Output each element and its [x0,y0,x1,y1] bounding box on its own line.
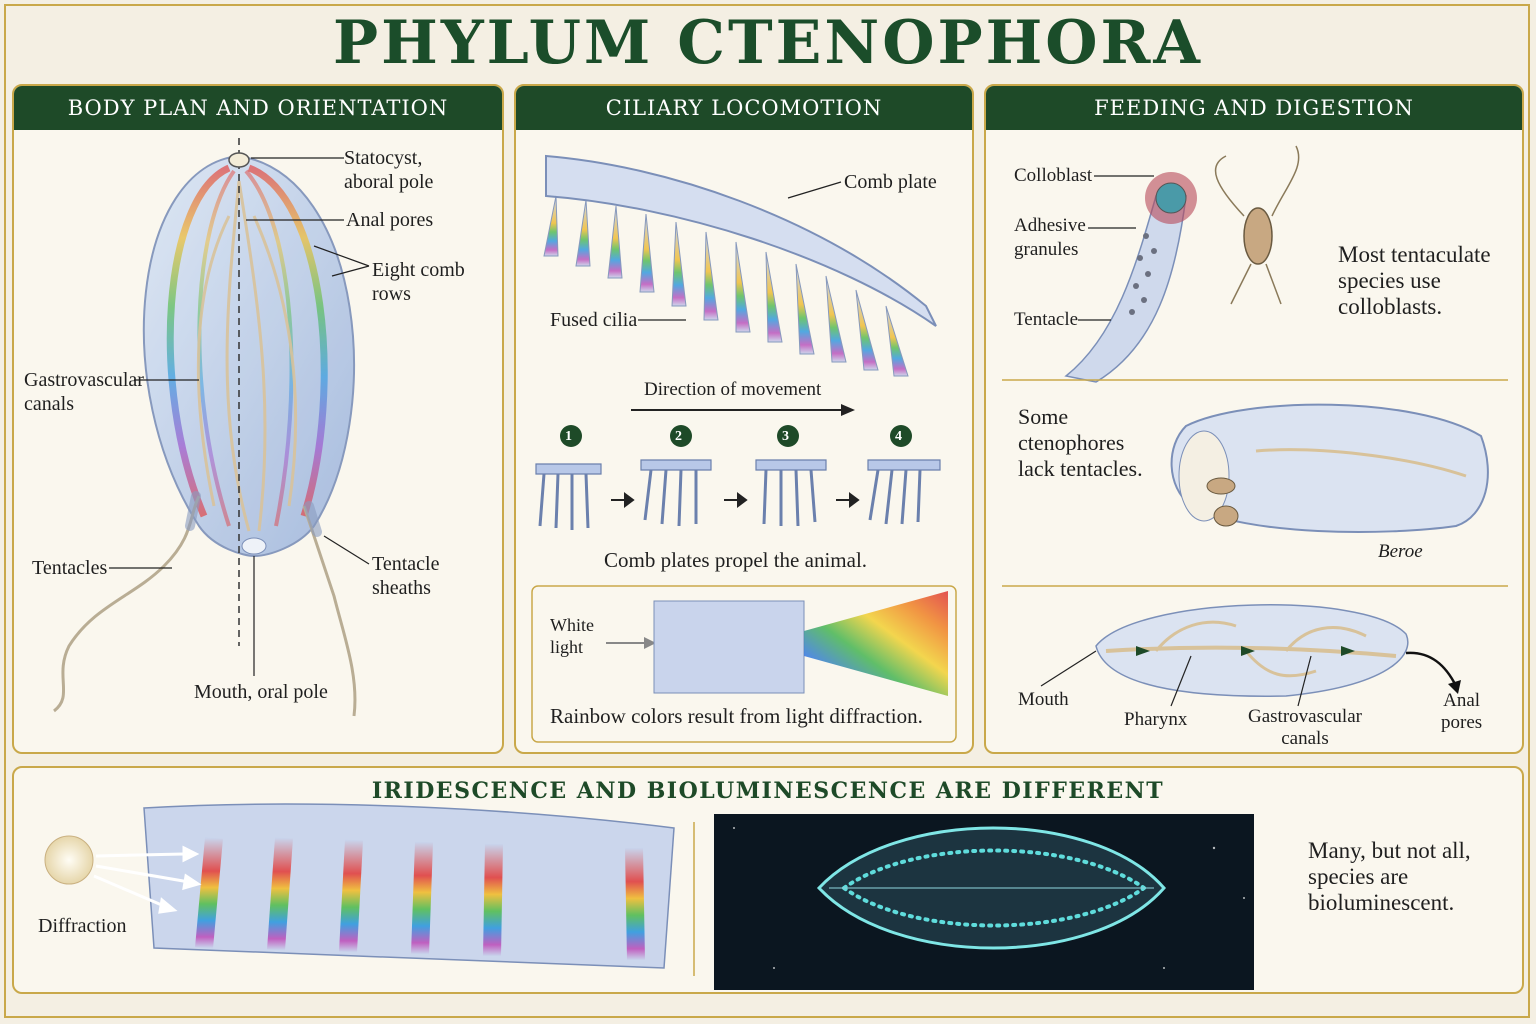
note-bioluminescent: Many, but not all, species are biolumine… [1308,838,1471,915]
page-title: PHYLUM CTENOPHORA [333,8,1203,78]
label-tentacle: Tentacle [1014,309,1079,330]
label-mouth-oral-pole: Mouth, oral pole [194,681,328,703]
note-lack-tentacles: Some ctenophores lack tentacles. [1018,404,1143,481]
panel-body-plan: BODY PLAN AND ORIENTATION [12,84,504,754]
step-2: 2 [675,429,682,444]
comb-plate-illustration [531,154,957,743]
caption-comb-plates: Comb plates propel the animal. [604,548,868,572]
label-comb-plate: Comb plate [844,171,937,193]
bottom-heading: IRIDESCENCE AND BIOLUMINESCENCE ARE DIFF… [371,778,1165,804]
note-colloblasts: Most tentaculate species use colloblasts… [1338,242,1491,319]
label-anal-pores-feeding: Anal pores [1441,690,1483,733]
label-direction-of-movement: Direction of movement [644,379,822,400]
body-plan-heading: BODY PLAN AND ORIENTATION [14,86,502,130]
page-frame [4,4,1530,1018]
label-anal-pores: Anal pores [346,209,434,231]
ctenophore-body-illustration [53,138,370,717]
label-gastrovascular: Gastrovascular canals [24,369,144,415]
caption-diffraction: Rainbow colors result from light diffrac… [550,704,923,728]
label-tentacle-sheaths: Tentacle sheaths [372,553,440,599]
label-diffraction: Diffraction [38,915,127,937]
panel-feeding-digestion: FEEDING AND DIGESTION Colloblast Adhesiv… [984,84,1524,754]
label-tentacles: Tentacles [32,557,108,579]
label-beroe: Beroe [1378,541,1423,562]
label-gastrovascular-canals: Gastrovascular canals [1248,706,1362,749]
label-colloblast: Colloblast [1014,165,1093,186]
feeding-illustrations [1002,145,1508,707]
step-badges [560,425,912,447]
locomotion-heading: CILIARY LOCOMOTION [516,86,972,130]
label-white-light: White light [550,615,594,657]
label-pharynx: Pharynx [1124,709,1188,730]
panel-iridescence-bioluminescence: IRIDESCENCE AND BIOLUMINESCENCE ARE DIFF… [12,766,1524,994]
iridescence-illustrations [44,803,1254,990]
panel-ciliary-locomotion: CILIARY LOCOMOTION [514,84,974,754]
feeding-heading: FEEDING AND DIGESTION [986,86,1522,130]
label-statocyst: Statocyst, aboral pole [344,147,434,193]
label-fused-cilia: Fused cilia [550,309,638,331]
label-comb-rows: Eight comb rows [372,259,465,305]
step-1: 1 [565,429,572,444]
step-3: 3 [782,429,789,444]
step-4: 4 [895,429,902,444]
label-adhesive-granules: Adhesive granules [1014,215,1086,260]
label-mouth: Mouth [1018,689,1069,710]
